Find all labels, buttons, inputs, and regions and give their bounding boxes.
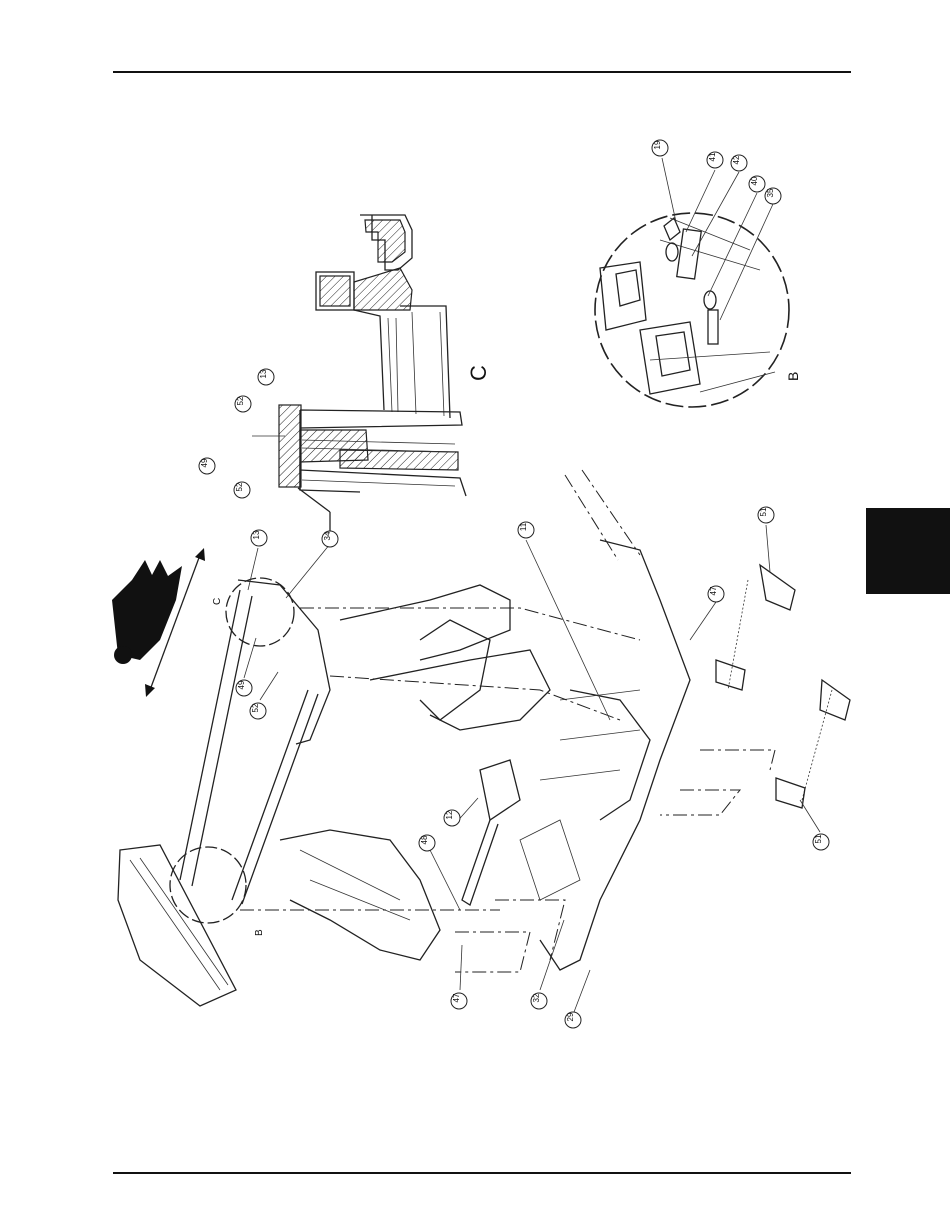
hand-warning-icon: [112, 560, 182, 664]
svg-text:47: 47: [709, 586, 718, 595]
svg-text:11: 11: [519, 522, 528, 531]
callout-5: 13: [258, 369, 274, 385]
svg-text:51: 51: [759, 507, 768, 516]
callout-12: 52: [250, 703, 266, 719]
callout-10: 34: [322, 531, 338, 547]
callout-16: 51: [813, 834, 829, 850]
svg-text:35: 35: [766, 188, 775, 197]
callout-4: 35: [765, 188, 781, 204]
svg-text:13: 13: [259, 369, 268, 378]
svg-text:41: 41: [708, 152, 717, 161]
svg-text:47: 47: [452, 993, 461, 1002]
svg-text:34: 34: [323, 531, 332, 540]
svg-text:48: 48: [420, 835, 429, 844]
svg-text:49: 49: [237, 680, 246, 689]
callout-11: 49: [236, 680, 252, 696]
detail-c-section: C: [252, 215, 491, 534]
main-assembly: C B: [118, 470, 850, 1012]
callout-7: 49: [199, 458, 215, 474]
callout-19: 47: [451, 993, 467, 1009]
callout-18: 48: [419, 835, 435, 851]
svg-text:52: 52: [251, 703, 260, 712]
callout-6: 52: [235, 396, 251, 412]
callout-8: 52: [234, 482, 250, 498]
callout-1: 41: [707, 152, 723, 168]
callout-21: 29: [565, 1012, 581, 1028]
svg-text:12: 12: [445, 810, 454, 819]
main-b-label: B: [254, 929, 265, 936]
svg-text:29: 29: [566, 1012, 575, 1021]
callout-20: 32: [531, 993, 547, 1009]
callout-15: 47: [708, 586, 724, 602]
callout-3: 40: [749, 176, 765, 192]
svg-text:19: 19: [653, 140, 662, 149]
callout-14: 51: [758, 507, 774, 523]
svg-text:32: 32: [532, 993, 541, 1002]
svg-text:52: 52: [235, 482, 244, 491]
svg-text:51: 51: [814, 834, 823, 843]
svg-text:40: 40: [750, 176, 759, 185]
svg-text:52: 52: [236, 396, 245, 405]
detail-c-label: C: [466, 365, 491, 381]
detail-b-label: B: [785, 372, 801, 381]
callout-0: 19: [652, 140, 668, 156]
main-c-label: C: [212, 598, 223, 605]
callout-9: 13: [251, 530, 267, 546]
callout-17: 12: [444, 810, 460, 826]
svg-text:42: 42: [732, 155, 741, 164]
callout-13: 11: [518, 522, 534, 538]
svg-text:49: 49: [200, 458, 209, 467]
svg-text:13: 13: [252, 530, 261, 539]
callout-2: 42: [731, 155, 747, 171]
